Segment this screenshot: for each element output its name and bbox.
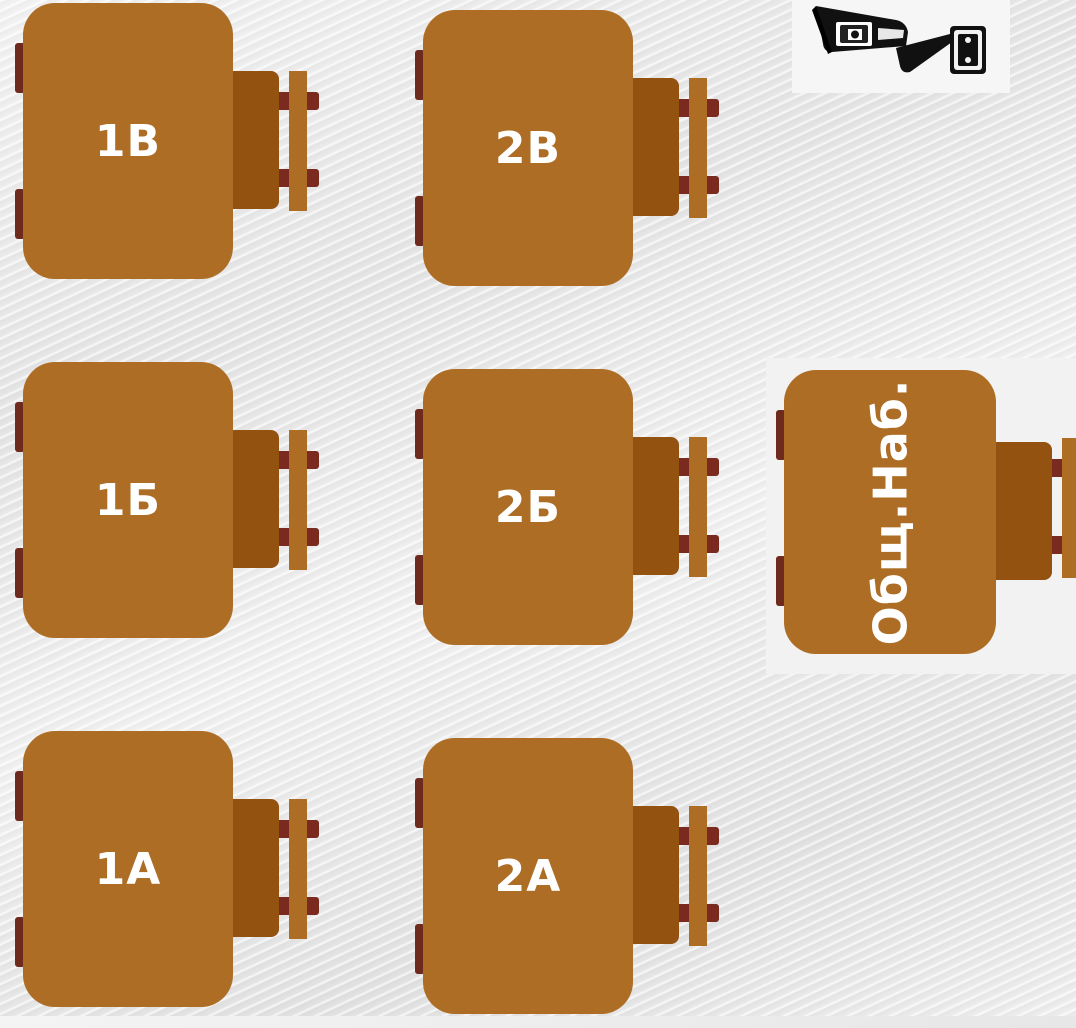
unit-label: 1А <box>23 731 233 1007</box>
unit-2a[interactable]: 2А <box>415 738 735 1028</box>
security-camera-icon <box>792 0 1010 93</box>
unit-1b[interactable]: 1Б <box>15 362 335 652</box>
unit-label: 1Б <box>23 362 233 638</box>
unit-label: 2А <box>423 738 633 1014</box>
unit-common[interactable]: Общ.Наб. <box>776 370 1076 660</box>
unit-1v[interactable]: 1В <box>15 3 335 293</box>
unit-connector-block <box>233 799 279 937</box>
unit-connector-block <box>233 71 279 209</box>
unit-label-wrap: Общ.Наб. <box>784 370 996 654</box>
connector-flange <box>289 71 307 211</box>
connector-flange <box>689 78 707 218</box>
unit-connector-block <box>633 806 679 944</box>
connector-flange <box>289 430 307 570</box>
unit-2v[interactable]: 2В <box>415 10 735 300</box>
connector-flange <box>1062 438 1076 578</box>
unit-connector-block <box>633 78 679 216</box>
unit-connector-block <box>996 442 1052 580</box>
connector-flange <box>689 806 707 946</box>
unit-2b[interactable]: 2Б <box>415 369 735 659</box>
unit-label: 2В <box>423 10 633 286</box>
unit-label: 1В <box>23 3 233 279</box>
connector-flange <box>689 437 707 577</box>
unit-1a[interactable]: 1А <box>15 731 335 1021</box>
unit-connector-block <box>633 437 679 575</box>
unit-connector-block <box>233 430 279 568</box>
unit-label: 2Б <box>423 369 633 645</box>
security-camera-button[interactable] <box>792 0 1010 93</box>
unit-label: Общ.Наб. <box>863 379 917 646</box>
connector-flange <box>289 799 307 939</box>
